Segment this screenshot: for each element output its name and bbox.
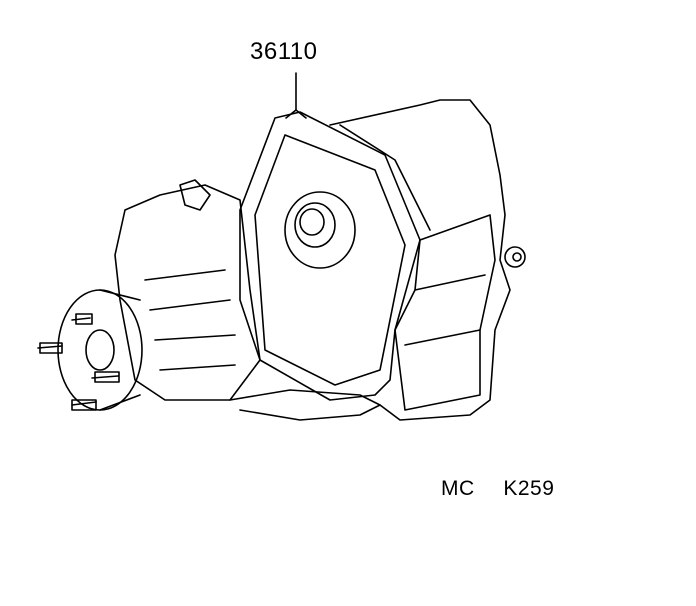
breather-plug-center: [512, 252, 522, 262]
housing-boss: [179, 179, 211, 211]
output-shaft: [294, 202, 336, 248]
lower-case: [229, 389, 381, 421]
stud-bolt: [75, 313, 93, 325]
plate-inner: [254, 134, 406, 386]
flange-neck: [99, 289, 141, 411]
output-bearing: [284, 191, 356, 269]
cover-rib: [414, 274, 486, 291]
front-housing: [114, 184, 261, 401]
main-case: [329, 99, 511, 421]
stud-bolt: [37, 317, 119, 406]
flange-bore: [85, 329, 115, 371]
front-plate: [239, 111, 421, 401]
side-cover: [394, 214, 496, 411]
stud-bolt: [71, 399, 97, 411]
stud-bolt: [39, 342, 63, 354]
housing-ribs: [144, 269, 236, 371]
case-ridge: [339, 124, 431, 231]
output-shaft-end: [299, 208, 325, 236]
stud-bolt: [94, 371, 120, 383]
figure-code: MC K259: [441, 477, 555, 500]
part-number-callout: 36110: [250, 38, 318, 65]
cover-rib: [404, 329, 481, 346]
breather-plug: [504, 246, 526, 268]
